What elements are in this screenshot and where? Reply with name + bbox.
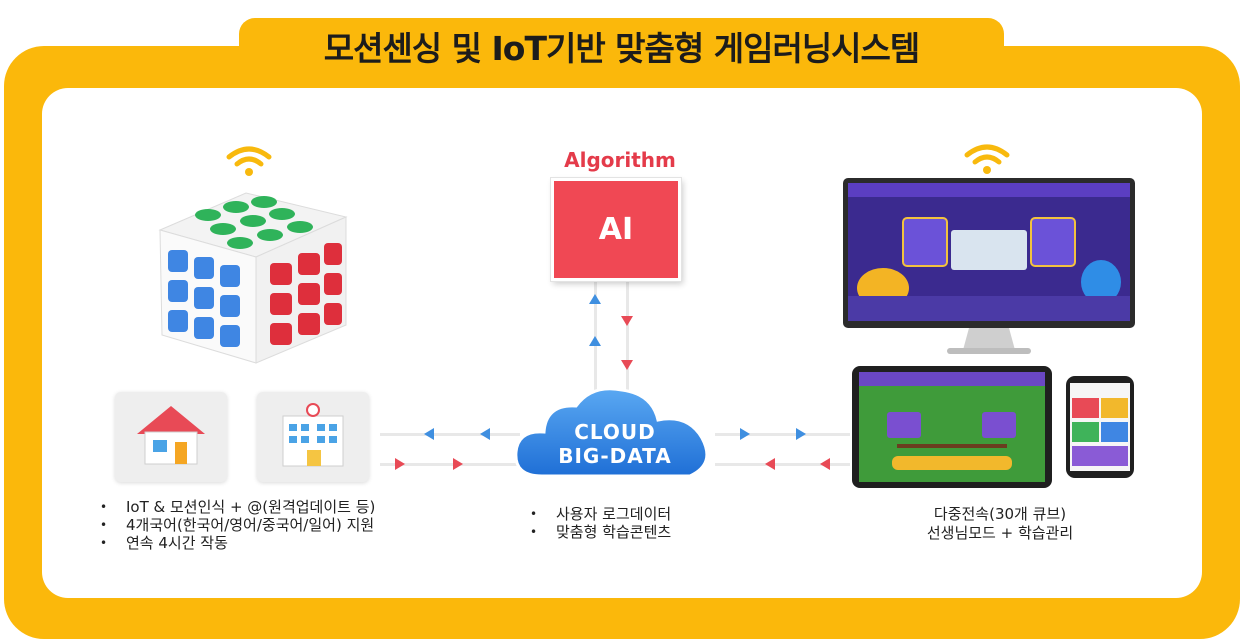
cloud-line2: BIG-DATA (558, 444, 672, 468)
arrow-up-1 (589, 294, 601, 304)
school-icon (282, 403, 344, 467)
cloud-features: 사용자 로그데이터 맞춤형 학습콘텐츠 (530, 505, 671, 541)
cloud-line1: CLOUD (574, 420, 656, 444)
arrow-right-4 (453, 458, 463, 470)
arrow-left-3 (765, 458, 775, 470)
device-feature-3: 연속 4시간 작동 (100, 534, 375, 552)
device-feature-1: IoT & 모션인식 + @(원격업데이트 등) (100, 498, 375, 516)
arrow-left-2 (480, 428, 490, 440)
arrow-right-3 (395, 458, 405, 470)
connector-right-top (715, 433, 850, 436)
connector-left-bottom (380, 463, 520, 466)
arrow-left-4 (820, 458, 830, 470)
ai-label: AI (598, 212, 634, 247)
arrow-down-2 (621, 360, 633, 370)
device-feature-2: 4개국어(한국어/영어/중국어/일어) 지원 (100, 516, 375, 534)
tablet-icon (852, 366, 1052, 488)
arrow-up-2 (589, 336, 601, 346)
connector-down (626, 278, 629, 393)
arrow-right-2 (796, 428, 806, 440)
cloud-feature-1: 사용자 로그데이터 (530, 505, 671, 523)
connector-right-bottom (715, 463, 850, 466)
connector-up (594, 278, 597, 393)
cloud-icon (514, 387, 709, 478)
wifi-icon (226, 146, 272, 176)
school-card (257, 392, 369, 482)
algorithm-label: Algorithm (564, 148, 676, 172)
page-title: 모션센싱 및 IoT기반 맞춤형 게임러닝시스템 (323, 29, 921, 68)
house-icon (137, 406, 205, 465)
screen-caption: 다중전속(30개 큐브) 선생님모드 + 학습관리 (880, 505, 1120, 543)
cube-device (158, 192, 348, 364)
arrow-right-1 (740, 428, 750, 440)
wifi-icon (964, 144, 1010, 174)
phone-icon (1066, 376, 1134, 478)
ai-box: AI (551, 178, 681, 281)
cloud-feature-2: 맞춤형 학습콘텐츠 (530, 523, 671, 541)
device-features: IoT & 모션인식 + @(원격업데이트 등) 4개국어(한국어/영어/중국어… (100, 498, 375, 552)
screen-caption-2: 선생님모드 + 학습관리 (926, 524, 1074, 542)
screen-caption-1: 다중전속(30개 큐브) (933, 505, 1067, 523)
arrow-down-1 (621, 316, 633, 326)
home-card (115, 392, 227, 482)
title-tab (239, 18, 1004, 80)
monitor-icon (843, 178, 1135, 354)
connector-left-top (380, 433, 520, 436)
arrow-left-1 (424, 428, 434, 440)
